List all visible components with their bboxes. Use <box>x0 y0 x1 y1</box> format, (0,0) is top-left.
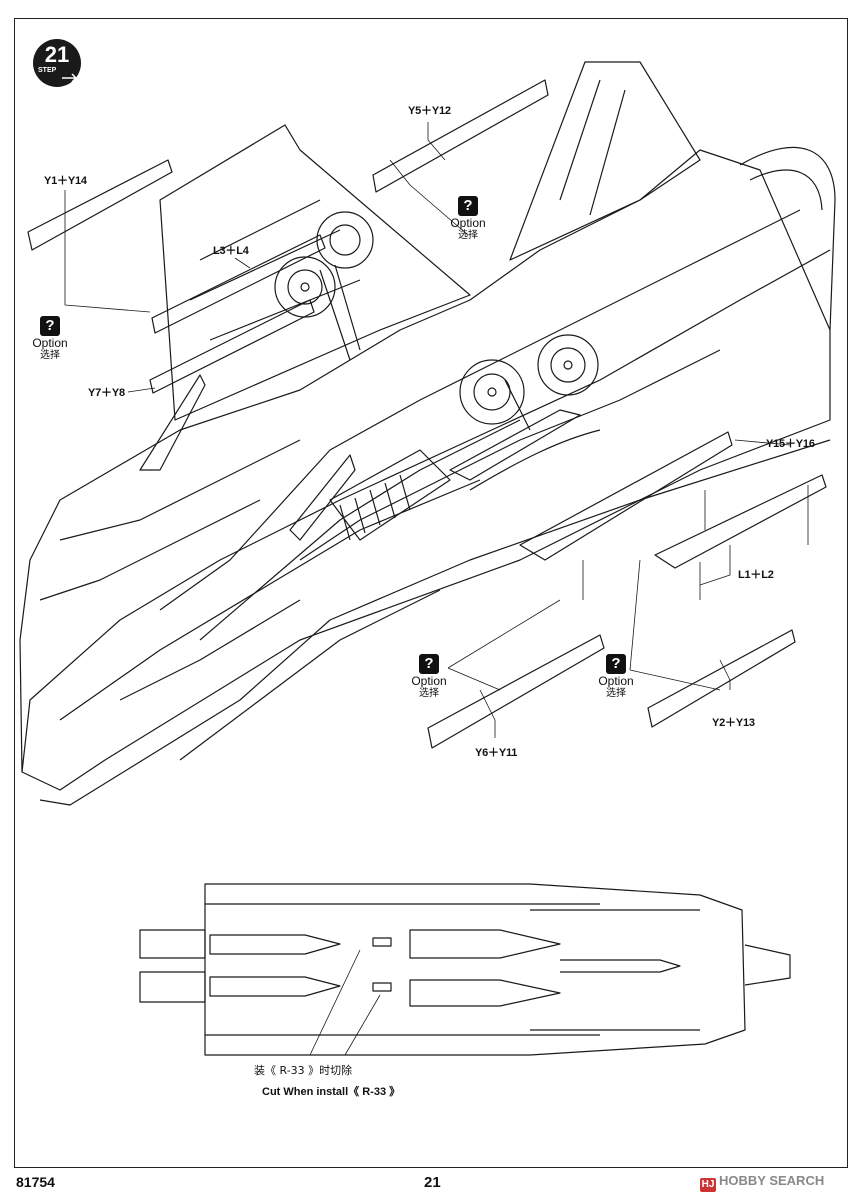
question-icon: ? <box>40 316 60 336</box>
option-label: Option <box>450 216 486 230</box>
part-label-y7-y8: Y7＋Y8 <box>88 387 125 399</box>
option-label-zh: 选择 <box>419 688 439 699</box>
step-badge-circle <box>33 39 81 87</box>
door-parts <box>27 79 827 749</box>
part-label-l1-l2: L1＋L2 <box>738 569 774 581</box>
option-marker-top: ? Option 选择 <box>438 196 498 242</box>
step-badge: 21 STEP <box>32 38 82 88</box>
product-code: 81754 <box>16 1174 55 1190</box>
part-label-y6-y11: Y6＋Y11 <box>475 747 518 759</box>
page-frame <box>14 18 848 1168</box>
option-label-zh: 选择 <box>40 350 60 361</box>
option-label-zh: 选择 <box>606 688 626 699</box>
option-label-zh: 选择 <box>458 230 478 241</box>
part-label-l3-l4: L3＋L4 <box>213 245 249 257</box>
cut-note-zh: 装《 R-33 》时切除 <box>254 1064 353 1077</box>
part-label-y5-y12: Y5＋Y12 <box>408 105 451 117</box>
option-marker-bottom-right: ? Option 选择 <box>586 654 646 700</box>
part-label-y15-y16: Y15＋Y16 <box>766 438 815 450</box>
question-icon: ? <box>458 196 478 216</box>
cut-note-en: Cut When install《 R-33 》 <box>262 1086 401 1098</box>
option-marker-bottom-left: ? Option 选择 <box>399 654 459 700</box>
step-number: 21 <box>44 42 70 67</box>
option-label: Option <box>598 674 634 688</box>
step-word: STEP <box>38 67 57 74</box>
option-label: Option <box>411 674 447 688</box>
leader-lines <box>64 122 809 738</box>
page-number: 21 <box>424 1174 441 1191</box>
question-icon: ? <box>606 654 626 674</box>
watermark-text: HOBBY SEARCH <box>719 1173 825 1188</box>
fuselage-bottom-view <box>139 883 791 1056</box>
hobby-search-logo-icon: HJ <box>700 1178 716 1192</box>
part-label-y2-y13: Y2＋Y13 <box>712 717 755 729</box>
question-icon: ? <box>419 654 439 674</box>
part-label-y1-y14: Y1＋Y14 <box>44 175 87 187</box>
option-marker-left: ? Option 选择 <box>20 316 80 362</box>
fuselage-3d-view <box>19 61 836 806</box>
option-label: Option <box>32 336 68 350</box>
